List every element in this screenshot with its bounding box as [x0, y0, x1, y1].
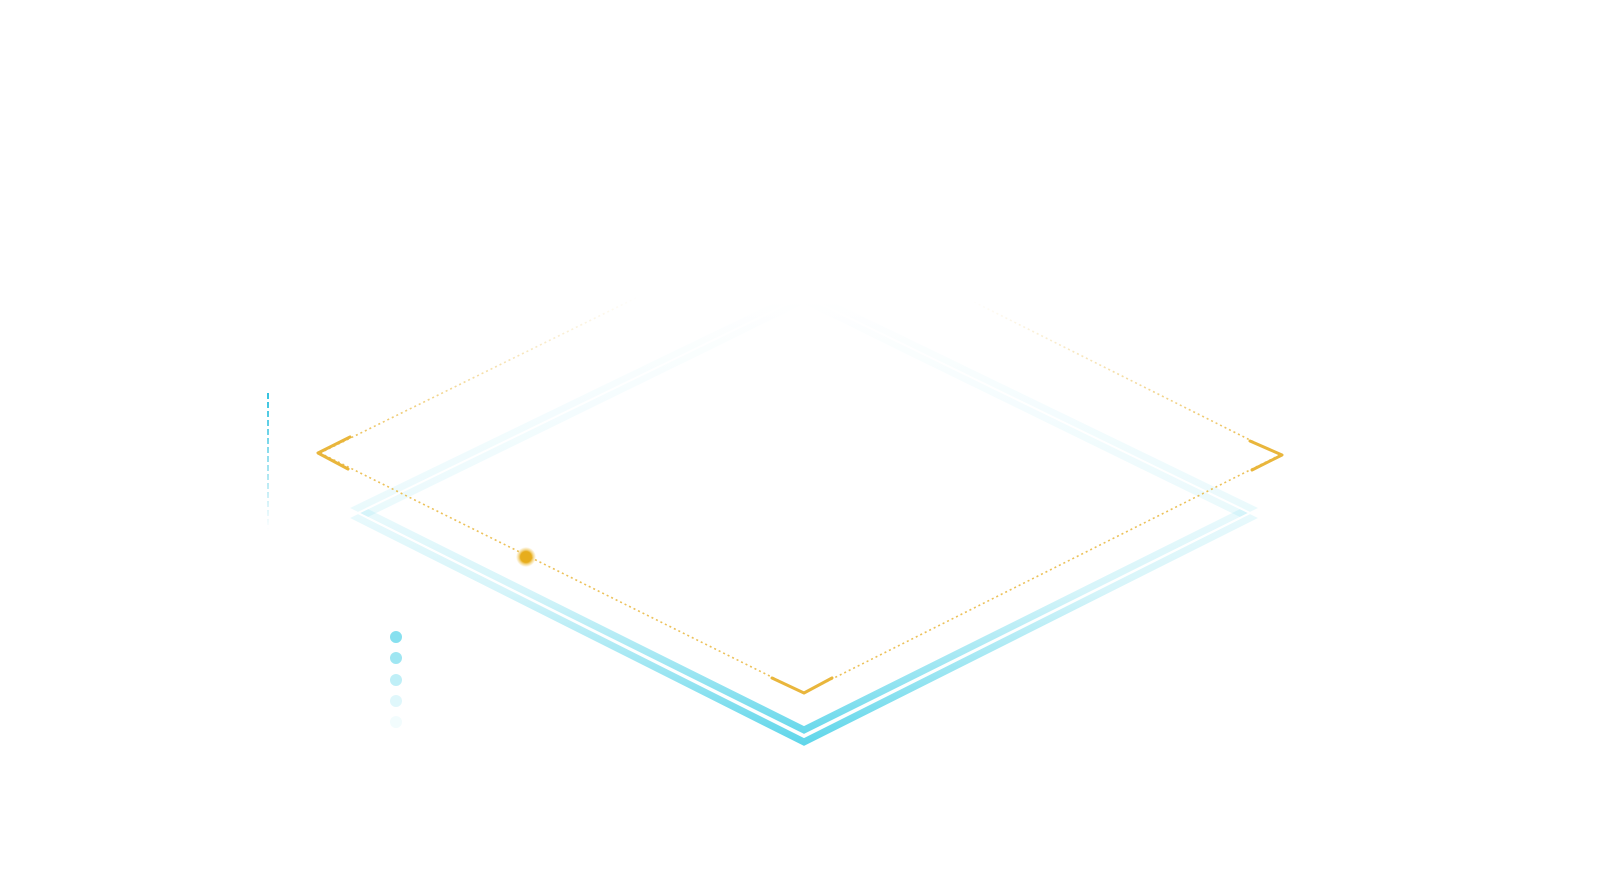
right-corner-bracket — [1248, 439, 1284, 472]
bottom-corner-bracket — [770, 676, 834, 695]
fading-dots — [390, 631, 402, 728]
left-corner-bracket — [316, 435, 352, 471]
gold-corner-brackets — [316, 435, 1284, 695]
gold-dotted-frame — [319, 295, 1281, 694]
gold-marker-dot — [516, 547, 536, 567]
isometric-platform — [350, 288, 1258, 746]
